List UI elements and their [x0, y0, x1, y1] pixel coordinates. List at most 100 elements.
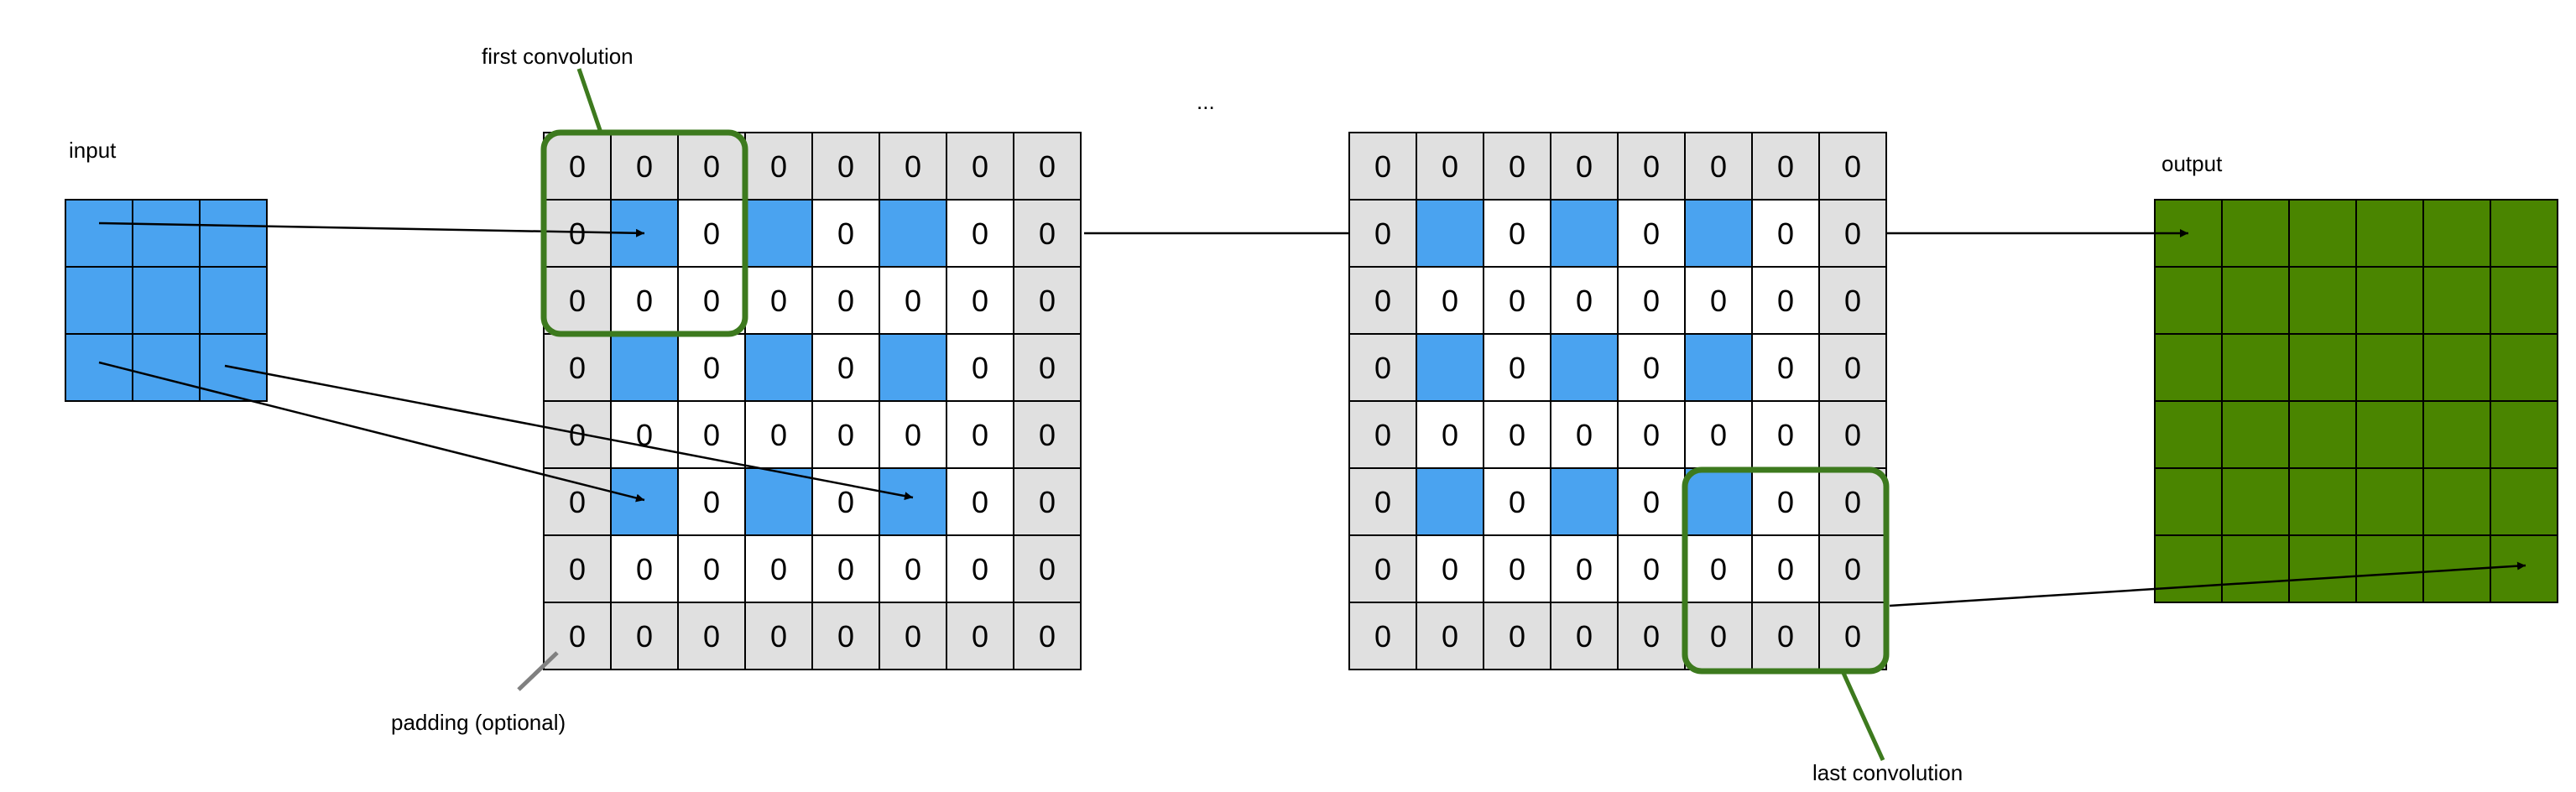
output-cell	[2490, 266, 2558, 335]
zero-value: 0	[1509, 284, 1525, 318]
label-ellipsis: ...	[1197, 89, 1215, 114]
input-value-cell	[879, 467, 947, 536]
zero-value: 0	[837, 418, 854, 452]
zero-value: 0	[1509, 351, 1525, 385]
input-value-cell	[1550, 199, 1619, 268]
zero-value: 0	[1710, 149, 1727, 184]
output-cell	[2490, 333, 2558, 402]
zero-value: 0	[905, 552, 921, 586]
zero-value: 0	[837, 216, 854, 251]
zero-value: 0	[1039, 149, 1056, 184]
zero-value: 0	[1643, 485, 1660, 519]
output-cell	[2355, 534, 2424, 603]
padding-cell	[1013, 400, 1082, 469]
arrow-input-to-padded-bottom-right	[224, 364, 914, 501]
first-convolution-box	[540, 129, 748, 337]
output-cell	[2221, 400, 2290, 469]
zero-value: 0	[905, 619, 921, 654]
zero-value: 0	[1039, 619, 1056, 654]
zero-value: 0	[569, 619, 586, 654]
padding-cell	[1818, 266, 1887, 335]
inserted-zero-cell	[879, 400, 947, 469]
zero-value: 0	[1374, 351, 1391, 385]
arrow-input-to-padded-top	[98, 221, 645, 237]
padding-cell	[1818, 132, 1887, 201]
input-cell	[65, 199, 133, 268]
inserted-zero-cell	[1483, 467, 1551, 536]
zero-value: 0	[569, 149, 586, 184]
zero-value: 0	[972, 485, 988, 519]
output-cell	[2154, 333, 2223, 402]
inserted-zero-cell	[610, 266, 679, 335]
zero-value: 0	[703, 418, 720, 452]
zero-value: 0	[1777, 284, 1794, 318]
padding-cell	[1818, 534, 1887, 603]
padding-cell	[1818, 602, 1887, 670]
label-padding: padding (optional)	[391, 710, 566, 735]
input-value-cell	[879, 333, 947, 402]
label-first-convolution: first convolution	[482, 44, 634, 69]
inserted-zero-cell	[1550, 534, 1619, 603]
zero-value: 0	[1509, 552, 1525, 586]
zero-value: 0	[569, 485, 586, 519]
zero-value: 0	[972, 149, 988, 184]
zero-value: 0	[1844, 552, 1861, 586]
zero-value: 0	[569, 216, 586, 251]
output-cell	[2355, 266, 2424, 335]
padding-cell	[610, 602, 679, 670]
zero-value: 0	[1643, 552, 1660, 586]
zero-value: 0	[1576, 284, 1593, 318]
arrow-to-output-bottom	[1889, 561, 2526, 607]
inserted-zero-cell	[811, 400, 880, 469]
padding-cell	[1013, 534, 1082, 603]
last-convolution-leader	[1840, 670, 1885, 762]
inserted-zero-cell	[811, 333, 880, 402]
output-cell	[2490, 400, 2558, 469]
zero-value: 0	[1039, 418, 1056, 452]
output-cell	[2154, 534, 2223, 603]
zero-value: 0	[1576, 149, 1593, 184]
zero-value: 0	[1576, 619, 1593, 654]
output-cell	[2490, 467, 2558, 536]
zero-value: 0	[1509, 216, 1525, 251]
padding-cell	[1550, 132, 1619, 201]
padding-cell	[1483, 132, 1551, 201]
input-value-cell	[1550, 333, 1619, 402]
input-cell	[132, 199, 201, 268]
zero-value: 0	[770, 552, 787, 586]
output-grid	[2154, 199, 2558, 603]
input-value-cell	[1416, 333, 1484, 402]
zero-value: 0	[636, 284, 653, 318]
zero-value: 0	[770, 149, 787, 184]
inserted-zero-cell	[610, 400, 679, 469]
padding-cell	[543, 534, 612, 603]
zero-value: 0	[569, 284, 586, 318]
input-cell	[132, 266, 201, 335]
first-convolution-leader	[576, 68, 603, 133]
zero-value: 0	[703, 552, 720, 586]
zero-value: 0	[1710, 552, 1727, 586]
output-cell	[2288, 467, 2357, 536]
inserted-zero-cell	[811, 199, 880, 268]
inserted-zero-cell	[1684, 400, 1753, 469]
padding-cell	[1013, 132, 1082, 201]
inserted-zero-cell	[1751, 266, 1820, 335]
output-cell	[2490, 199, 2558, 268]
output-cell	[2154, 467, 2223, 536]
zero-value: 0	[1374, 216, 1391, 251]
padding-cell	[1348, 467, 1417, 536]
zero-value: 0	[972, 284, 988, 318]
zero-value: 0	[1442, 619, 1458, 654]
zero-value: 0	[703, 284, 720, 318]
zero-value: 0	[1442, 284, 1458, 318]
input-value-cell	[610, 333, 679, 402]
zero-value: 0	[1844, 284, 1861, 318]
zero-value: 0	[569, 552, 586, 586]
zero-value: 0	[703, 216, 720, 251]
last-convolution-box	[1682, 466, 1890, 675]
zero-value: 0	[636, 619, 653, 654]
zero-value: 0	[636, 552, 653, 586]
inserted-zero-cell	[879, 266, 947, 335]
